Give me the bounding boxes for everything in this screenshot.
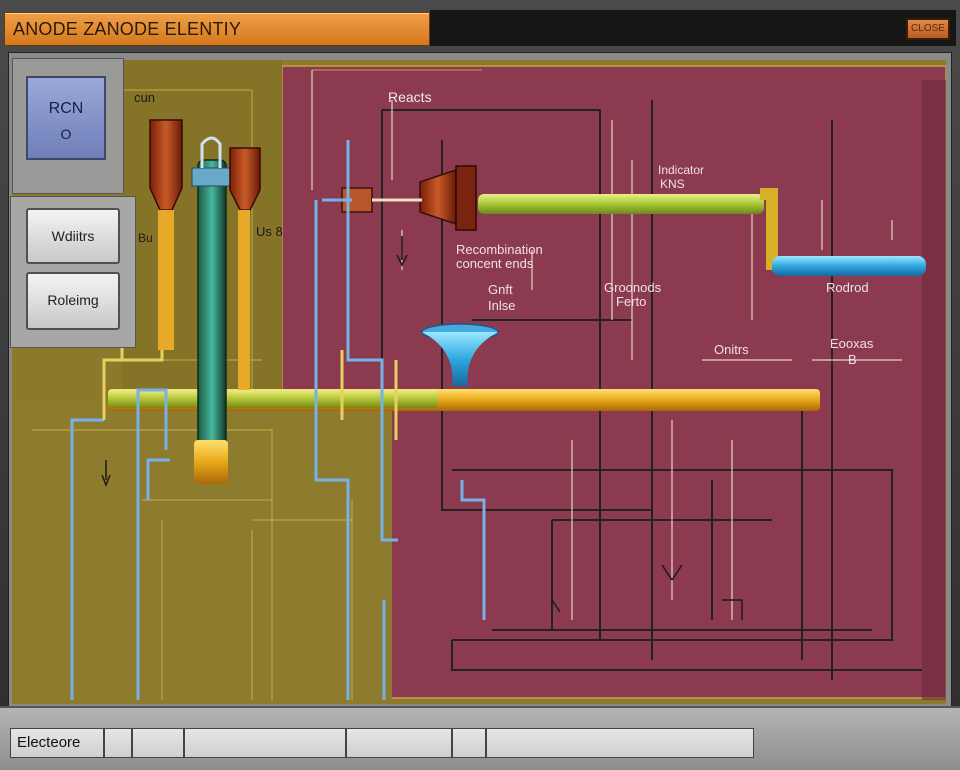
status-cell[interactable] [346,728,452,758]
status-cell-main[interactable]: Electeore [10,728,104,758]
tick-mark [101,460,111,488]
label-rodrod: Rodrod [826,280,869,295]
status-cell[interactable] [104,728,132,758]
label-groonods-1: Groonods [604,280,662,295]
label-indicator-1: Indicator [658,163,704,177]
wire [441,140,652,511]
blue-pipe [136,388,168,700]
blue-pipe [346,140,398,542]
label-gnft-1: Gnft [488,282,513,297]
roleimg-button[interactable]: Roleimg [26,272,120,330]
rcn-sublabel: O [60,126,72,142]
label-recombination-2: concent ends [456,256,534,271]
label-onitrs: Onitrs [714,342,749,357]
yellow-pipe [102,350,164,420]
blue-pipe [314,200,350,700]
diagram-canvas[interactable]: Reacts cun Bu Us 8 Indicator KNS Recombi… [12,60,947,704]
status-cell[interactable] [132,728,184,758]
main-green-pipe [108,390,438,408]
tick-mark [396,236,408,267]
title-bar[interactable]: ANODE ZANODE ELENTIY [4,12,430,46]
status-cell[interactable] [184,728,346,758]
label-indicator-2: KNS [660,177,685,191]
tick-mark [661,564,683,581]
schematic-svg: Reacts cun Bu Us 8 Indicator KNS Recombi… [12,60,947,704]
wire [451,640,922,671]
title-bar-fill [430,10,956,46]
label-recombination-1: Recombination [456,242,543,257]
rcn-label: RCN [48,100,84,117]
label-eooxas-1: Eooxas [830,336,874,351]
label-reacts: Reacts [388,89,432,105]
wdiitrs-button[interactable]: Wdiitrs [26,208,120,264]
blue-pipe [460,480,486,620]
blue-pipe [146,458,170,500]
label-groonods-2: Ferto [616,294,646,309]
maroon-shadow [922,80,946,700]
label-gnft-2: Inlse [488,298,515,313]
vessel-left-base [158,210,174,350]
tube-cap-bottom [194,440,228,484]
label-cun: cun [134,90,155,105]
status-cell[interactable] [452,728,486,758]
tick-mark [722,599,743,620]
vessel-right-stem [238,210,250,390]
cyan-pipe-right [772,256,926,276]
label-us8: Us 8 [256,224,283,239]
central-tube [197,159,227,481]
wire [382,109,601,640]
maroon-region [281,65,947,699]
status-cell[interactable] [486,728,754,758]
upper-green-pipe [478,194,764,214]
label-bu: Bu [138,231,153,245]
window-title: ANODE ZANODE ELENTIY [13,19,242,39]
tube-cap-top [191,167,233,187]
valve-flange [455,165,477,231]
tick-mark [551,599,561,613]
funnel-body [422,332,498,386]
blue-pipe [70,418,104,700]
label-eooxas-2: B [848,352,857,367]
red-vessel-left [149,119,183,211]
close-button[interactable]: CLOSE [906,18,950,40]
tube-hook [200,136,222,168]
grid-line [32,429,273,700]
rcn-button[interactable]: RCN O [26,76,106,160]
